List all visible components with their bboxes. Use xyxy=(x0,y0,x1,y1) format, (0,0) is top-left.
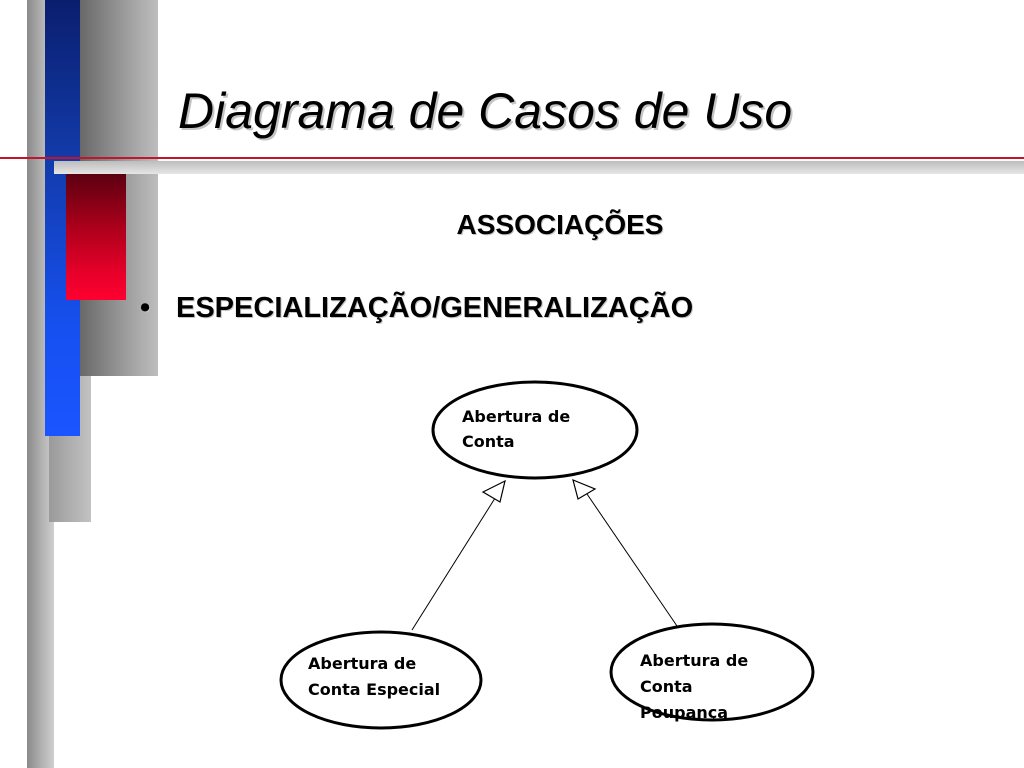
generalization-arrowhead-especial xyxy=(481,479,506,503)
title-rule xyxy=(0,157,1024,159)
slide-title: Diagrama de Casos de Uso xyxy=(178,83,793,139)
use-case-ellipse xyxy=(279,630,483,730)
bullet-marker: • xyxy=(140,292,151,324)
use-case-abertura-de-conta: Abertura de Conta xyxy=(431,380,639,480)
generalization-arrowhead-poupanca xyxy=(572,478,597,500)
title-rule-shadow xyxy=(54,161,1024,174)
bullet-text: ESPECIALIZAÇÃO/GENERALIZAÇÃO xyxy=(176,292,694,324)
use-case-label-line: Poupança xyxy=(640,703,728,722)
use-case-label-line: Conta Especial xyxy=(308,680,440,699)
use-case-ellipse xyxy=(609,622,815,722)
use-case-abertura-de-conta-especial: Abertura de Conta Especial xyxy=(279,630,483,730)
use-case-ellipse xyxy=(431,380,639,480)
use-case-label-line: Conta xyxy=(462,432,515,451)
use-case-label-line: Abertura de xyxy=(308,654,416,673)
use-case-abertura-de-conta-poupanca: Abertura de Conta Poupança xyxy=(609,622,815,722)
generalization-line-poupanca xyxy=(586,493,678,627)
decor-red-block xyxy=(66,173,126,300)
generalization-line-especial xyxy=(411,494,498,631)
use-case-label-line: Conta xyxy=(640,677,693,696)
use-case-label-line: Abertura de xyxy=(462,407,570,426)
bullet-item: • ESPECIALIZAÇÃO/GENERALIZAÇÃO xyxy=(140,292,693,325)
use-case-label-line: Abertura de xyxy=(640,651,748,670)
section-heading: ASSOCIAÇÕES xyxy=(456,209,664,240)
